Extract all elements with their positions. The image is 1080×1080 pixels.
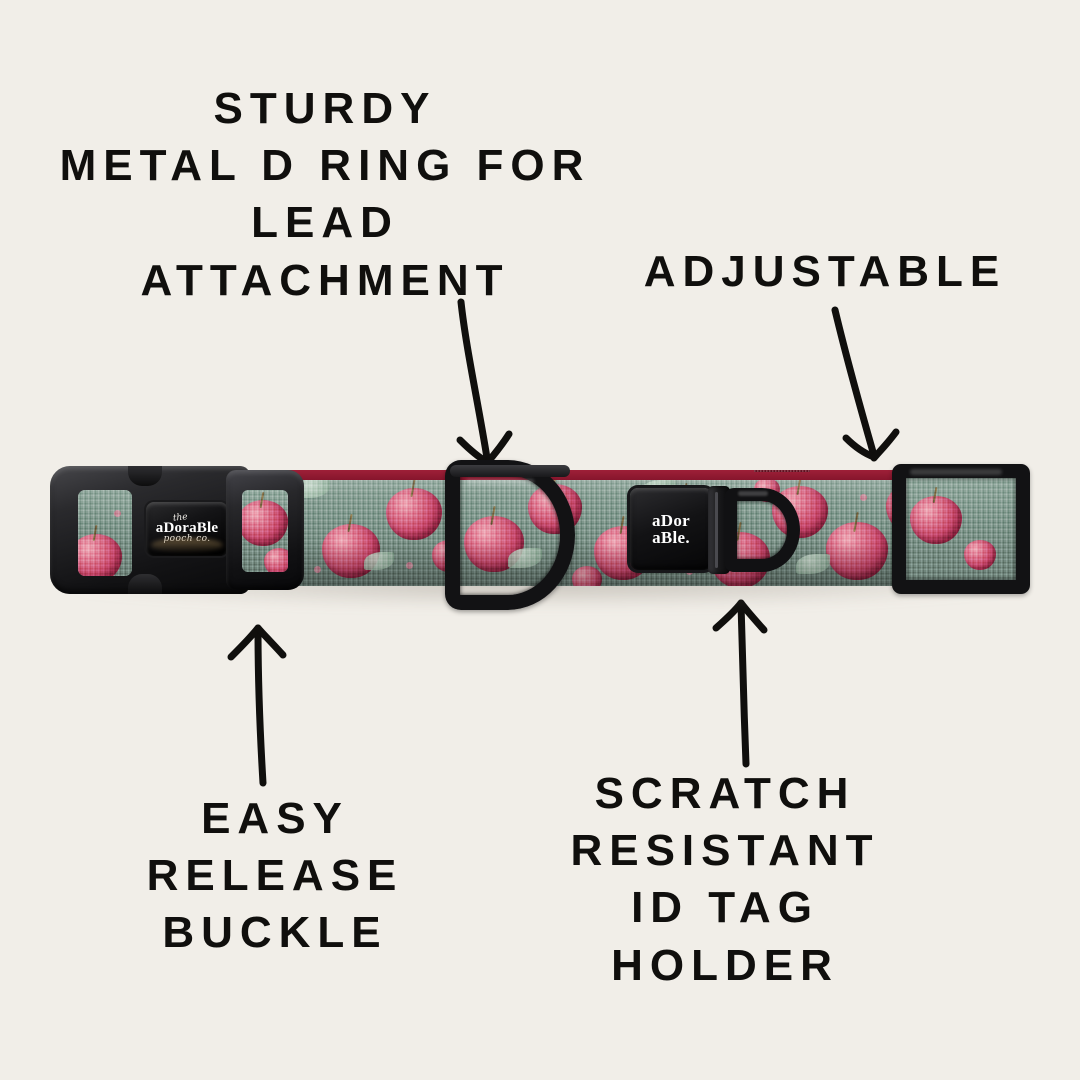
buckle-webbing-window: [78, 490, 132, 576]
id-tag-clip: [708, 482, 800, 578]
d-ring-highlight: [466, 479, 534, 484]
adjustable-slider[interactable]: [892, 464, 1030, 594]
metal-d-ring[interactable]: [445, 460, 575, 610]
brand-plaque-the: the: [172, 512, 188, 524]
slider-frame: [892, 464, 1030, 594]
brand-plaque: the aDoraBle pooch co.: [146, 502, 228, 556]
id-tag-clip-ring: [724, 488, 800, 572]
id-tag-holder[interactable]: aDor aBle.: [630, 482, 800, 580]
buckle-male-end: [226, 470, 304, 590]
arrow-to-id-tag-holder: [712, 599, 768, 768]
id-tag-clip-highlight: [738, 491, 768, 496]
arrow-to-slider: [831, 306, 900, 462]
callout-sturdy-metal-d-ring: STURDY METAL D RING FOR LEAD ATTACHMENT: [59, 84, 591, 305]
buckle-housing: the aDoraBle pooch co.: [50, 466, 250, 594]
brand-plaque-name: aDoraBle: [155, 520, 219, 536]
callout-easy-release-buckle: EASY RELEASE BUCKLE: [146, 794, 404, 958]
easy-release-buckle[interactable]: the aDoraBle pooch co.: [50, 456, 304, 604]
id-tag-label-line-2: aBle.: [652, 528, 690, 547]
brand-plaque-tagline: pooch co.: [163, 534, 211, 544]
d-ring-body: [445, 460, 575, 610]
dog-collar-product: the aDoraBle pooch co.: [50, 448, 1030, 610]
id-tag-brand-plate: aDor aBle.: [630, 488, 712, 570]
arrow-to-buckle: [227, 624, 287, 787]
callout-scratch-resistant-id-tag-holder: SCRATCH RESISTANT ID TAG HOLDER: [570, 769, 880, 990]
callout-adjustable: ADJUSTABLE: [643, 247, 1007, 296]
id-tag-label-line-1: aDor: [651, 510, 691, 530]
buckle-male-webbing-window: [242, 490, 288, 572]
